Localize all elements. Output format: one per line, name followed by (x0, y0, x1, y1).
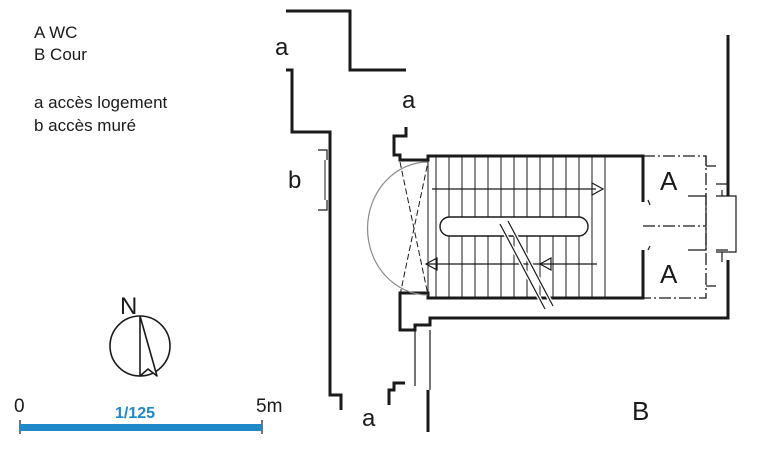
scale-end-label: 5m (256, 396, 282, 417)
wc-label-top: A (660, 166, 678, 196)
legend-item-wc: A WC (34, 23, 77, 42)
left-wall (286, 9, 406, 410)
wc-rooms (643, 155, 737, 299)
compass-north-letter: N (120, 293, 137, 320)
legend-item-acces-mure: b accès muré (34, 116, 136, 135)
stair-hall-walls (367, 35, 730, 432)
access-label-upper: a (402, 87, 416, 114)
walled-access-label: b (288, 167, 301, 194)
scale-bar-fill (20, 424, 262, 431)
wc-label-bottom: A (660, 259, 678, 289)
legend: A WC B Cour a accès logement b accès mur… (34, 23, 168, 135)
legend-item-acces-logement: a accès logement (34, 93, 168, 112)
stair-arrows (424, 181, 605, 310)
court-label: B (632, 396, 649, 426)
north-arrow-icon (139, 315, 158, 377)
legend-item-cour: B Cour (34, 45, 87, 64)
access-label-bottom: a (362, 405, 376, 432)
scale-ratio-label: 1/125 (115, 405, 155, 422)
scale-start-label: 0 (14, 396, 25, 417)
access-label-top: a (275, 34, 289, 61)
north-compass: N (109, 293, 171, 377)
scale-bar: 0 5m 1/125 (14, 396, 282, 434)
stair-treads (427, 156, 606, 298)
